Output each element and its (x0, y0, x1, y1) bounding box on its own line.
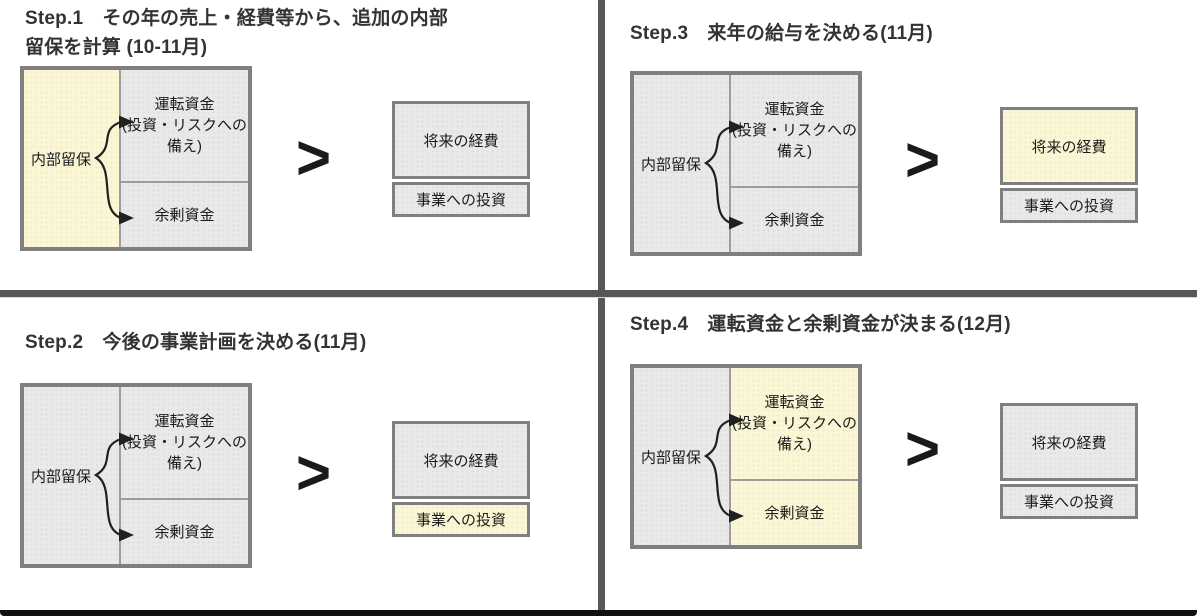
reserve-panel: 内部留保 (24, 387, 119, 564)
step-2-panel: Step.2 今後の事業計画を決める(11月) 内部留保 運転資金 (投資・リス… (0, 297, 598, 610)
reserve-cells: 運転資金 (投資・リスクへの 備え) 余剰資金 (119, 70, 248, 247)
bottom-border (0, 610, 1197, 616)
reserve-box: 内部留保 運転資金 (投資・リスクへの 備え) 余剰資金 (630, 364, 862, 549)
step-1-panel: Step.1 その年の売上・経費等から、追加の内部 留保を計算 (10-11月)… (0, 0, 598, 290)
comparison-stack: 将来の経費 事業への投資 (1000, 403, 1138, 519)
greater-than-symbol: > (296, 437, 332, 508)
reserve-cells: 運転資金 (投資・リスクへの 備え) 余剰資金 (729, 75, 858, 252)
greater-than-symbol: > (905, 124, 941, 195)
future-expense-box: 将来の経費 (392, 101, 530, 179)
reserve-cells: 運転資金 (投資・リスクへの 備え) 余剰資金 (729, 368, 858, 545)
working-capital-cell: 運転資金 (投資・リスクへの 備え) (121, 387, 248, 500)
surplus-cell: 余剰資金 (731, 481, 858, 545)
surplus-cell: 余剰資金 (121, 500, 248, 564)
reserve-label: 内部留保 (31, 151, 92, 168)
future-expense-box: 将来の経費 (392, 421, 530, 499)
comparison-stack: 将来の経費 事業への投資 (392, 421, 530, 537)
horizontal-divider (0, 290, 1197, 298)
step-4-panel: Step.4 運転資金と余剰資金が決まる(12月) 内部留保 運転資金 (投資・… (604, 297, 1197, 610)
step-title: Step.2 今後の事業計画を決める(11月) (25, 332, 367, 353)
reserve-cells: 運転資金 (投資・リスクへの 備え) 余剰資金 (119, 387, 248, 564)
reserve-panel: 内部留保 (634, 368, 729, 545)
greater-than-symbol: > (905, 413, 941, 484)
step-3-panel: Step.3 来年の給与を決める(11月) 内部留保 運転資金 (投資・リスクへ… (604, 0, 1197, 290)
comparison-stack: 将来の経費 事業への投資 (392, 101, 530, 217)
investment-box: 事業への投資 (392, 502, 530, 537)
reserve-box: 内部留保 運転資金 (投資・リスクへの 備え) 余剰資金 (20, 383, 252, 568)
reserve-label: 内部留保 (641, 156, 702, 173)
investment-box: 事業への投資 (1000, 484, 1138, 519)
greater-than-symbol: > (296, 122, 332, 193)
reserve-box: 内部留保 運転資金 (投資・リスクへの 備え) 余剰資金 (20, 66, 252, 251)
future-expense-box: 将来の経費 (1000, 107, 1138, 185)
reserve-panel: 内部留保 (634, 75, 729, 252)
step-title: Step.1 その年の売上・経費等から、追加の内部 留保を計算 (10-11月) (25, 8, 449, 58)
working-capital-cell: 運転資金 (投資・リスクへの 備え) (731, 368, 858, 481)
investment-box: 事業への投資 (392, 182, 530, 217)
comparison-stack: 将来の経費 事業への投資 (1000, 107, 1138, 223)
vertical-divider (598, 0, 605, 612)
step-title: Step.4 運転資金と余剰資金が決まる(12月) (630, 314, 1011, 335)
reserve-panel: 内部留保 (24, 70, 119, 247)
surplus-cell: 余剰資金 (121, 183, 248, 247)
surplus-cell: 余剰資金 (731, 188, 858, 252)
investment-box: 事業への投資 (1000, 188, 1138, 223)
reserve-label: 内部留保 (31, 468, 92, 485)
working-capital-cell: 運転資金 (投資・リスクへの 備え) (731, 75, 858, 188)
step-title: Step.3 来年の給与を決める(11月) (630, 23, 933, 44)
reserve-box: 内部留保 運転資金 (投資・リスクへの 備え) 余剰資金 (630, 71, 862, 256)
reserve-label: 内部留保 (641, 449, 702, 466)
future-expense-box: 将来の経費 (1000, 403, 1138, 481)
working-capital-cell: 運転資金 (投資・リスクへの 備え) (121, 70, 248, 183)
